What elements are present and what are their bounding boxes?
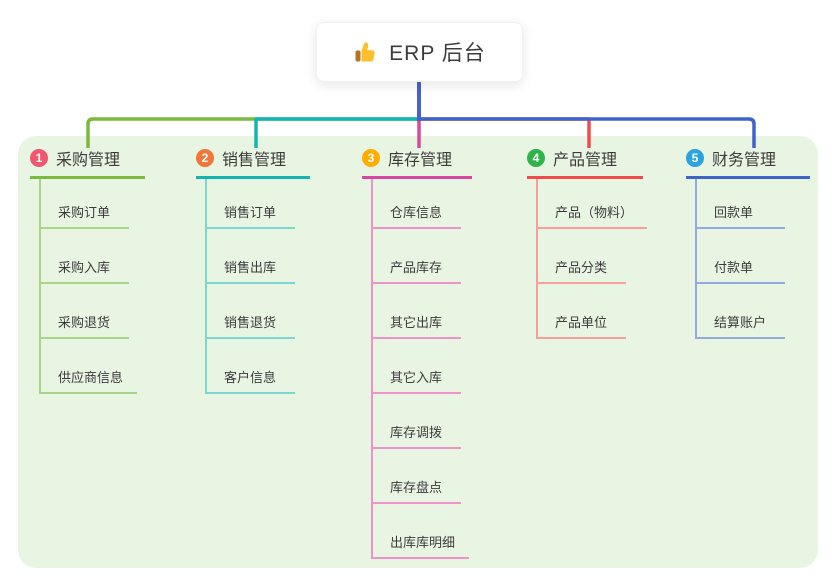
branch-item-label: 其它入库 — [390, 370, 443, 385]
branch-item-其它入库[interactable]: 其它入库 — [373, 339, 461, 394]
branch-item-label: 客户信息 — [224, 370, 277, 385]
branch-item-list: 仓库信息产品库存其它出库其它入库库存调拨库存盘点出库库明细 — [371, 179, 472, 559]
branch-item-采购退货[interactable]: 采购退货 — [41, 284, 129, 339]
branch-item-销售出库[interactable]: 销售出库 — [207, 229, 295, 284]
branch-item-label: 产品单位 — [555, 315, 608, 330]
branch-item-结算账户[interactable]: 结算账户 — [697, 284, 785, 339]
branch-item-产品单位[interactable]: 产品单位 — [538, 284, 626, 339]
branch-item-list: 采购订单采购入库采购退货供应商信息 — [39, 179, 145, 394]
branch-item-label: 库存盘点 — [390, 480, 443, 495]
branch-item-list: 产品（物料） 产品分类产品单位 — [536, 179, 648, 339]
branch-header-产品管理[interactable]: 4 产品管理 — [527, 147, 643, 179]
branch-item-label: 采购退货 — [58, 315, 111, 330]
branch-number-badge: 1 — [30, 149, 48, 167]
branch-header-采购管理[interactable]: 1 采购管理 — [30, 147, 145, 179]
branch-item-label: 产品库存 — [390, 260, 443, 275]
branch-item-label: 库存调拨 — [390, 425, 443, 440]
branch-item-label: 产品（物料） — [555, 205, 634, 220]
branch-number-badge: 4 — [527, 149, 545, 167]
branch-item-产品库存[interactable]: 产品库存 — [373, 229, 461, 284]
branch-item-客户信息[interactable]: 客户信息 — [207, 339, 295, 394]
branch-label: 库存管理 — [388, 152, 453, 169]
branch-采购管理: 1 采购管理采购订单采购入库采购退货供应商信息 — [30, 147, 145, 394]
branch-item-label: 结算账户 — [714, 315, 767, 330]
branch-number-badge: 5 — [686, 149, 704, 167]
branch-item-付款单[interactable]: 付款单 — [697, 229, 785, 284]
branch-label: 财务管理 — [712, 152, 777, 169]
branch-item-label: 其它出库 — [390, 315, 443, 330]
branch-item-库存盘点[interactable]: 库存盘点 — [373, 449, 461, 504]
branch-item-产品（物料）[interactable]: 产品（物料） — [538, 179, 648, 229]
branch-item-库存调拨[interactable]: 库存调拨 — [373, 394, 461, 449]
thumbs-up-icon — [355, 42, 375, 62]
branch-item-供应商信息[interactable]: 供应商信息 — [41, 339, 138, 394]
branch-item-产品分类[interactable]: 产品分类 — [538, 229, 626, 284]
branch-item-出库库明细[interactable]: 出库库明细 — [373, 504, 470, 559]
branch-item-label: 出库库明细 — [390, 535, 456, 550]
branch-item-label: 付款单 — [714, 260, 754, 275]
root-node-erp[interactable]: ERP 后台 — [316, 22, 523, 82]
branch-item-label: 销售退货 — [224, 315, 277, 330]
branch-产品管理: 4 产品管理产品（物料） 产品分类产品单位 — [527, 147, 648, 339]
branch-库存管理: 3 库存管理仓库信息产品库存其它出库其它入库库存调拨库存盘点出库库明细 — [362, 147, 472, 559]
branch-number-badge: 3 — [362, 149, 380, 167]
branch-header-财务管理[interactable]: 5 财务管理 — [686, 147, 810, 179]
branch-label: 采购管理 — [56, 152, 121, 169]
branch-item-label: 产品分类 — [555, 260, 608, 275]
mindmap-background-panel — [18, 136, 818, 568]
branch-item-label: 供应商信息 — [58, 370, 124, 385]
branch-财务管理: 5 财务管理回款单付款单结算账户 — [686, 147, 810, 339]
branch-item-label: 采购入库 — [58, 260, 111, 275]
branch-item-销售订单[interactable]: 销售订单 — [207, 179, 295, 229]
branch-item-销售退货[interactable]: 销售退货 — [207, 284, 295, 339]
branch-item-label: 销售订单 — [224, 205, 277, 220]
branch-label: 产品管理 — [553, 152, 618, 169]
branch-item-仓库信息[interactable]: 仓库信息 — [373, 179, 461, 229]
branch-item-label: 仓库信息 — [390, 205, 443, 220]
branch-item-label: 销售出库 — [224, 260, 277, 275]
branch-item-采购订单[interactable]: 采购订单 — [41, 179, 129, 229]
branch-item-label: 采购订单 — [58, 205, 111, 220]
root-node-title: ERP 后台 — [389, 42, 486, 65]
branch-item-label: 回款单 — [714, 205, 754, 220]
branch-header-库存管理[interactable]: 3 库存管理 — [362, 147, 472, 179]
branch-number-badge: 2 — [196, 149, 214, 167]
branch-item-回款单[interactable]: 回款单 — [697, 179, 785, 229]
branch-header-销售管理[interactable]: 2 销售管理 — [196, 147, 310, 179]
branch-item-采购入库[interactable]: 采购入库 — [41, 229, 129, 284]
branch-item-list: 销售订单销售出库销售退货客户信息 — [205, 179, 310, 394]
branch-label: 销售管理 — [222, 152, 287, 169]
branch-item-其它出库[interactable]: 其它出库 — [373, 284, 461, 339]
branch-item-list: 回款单付款单结算账户 — [695, 179, 810, 339]
branch-销售管理: 2 销售管理销售订单销售出库销售退货客户信息 — [196, 147, 310, 394]
